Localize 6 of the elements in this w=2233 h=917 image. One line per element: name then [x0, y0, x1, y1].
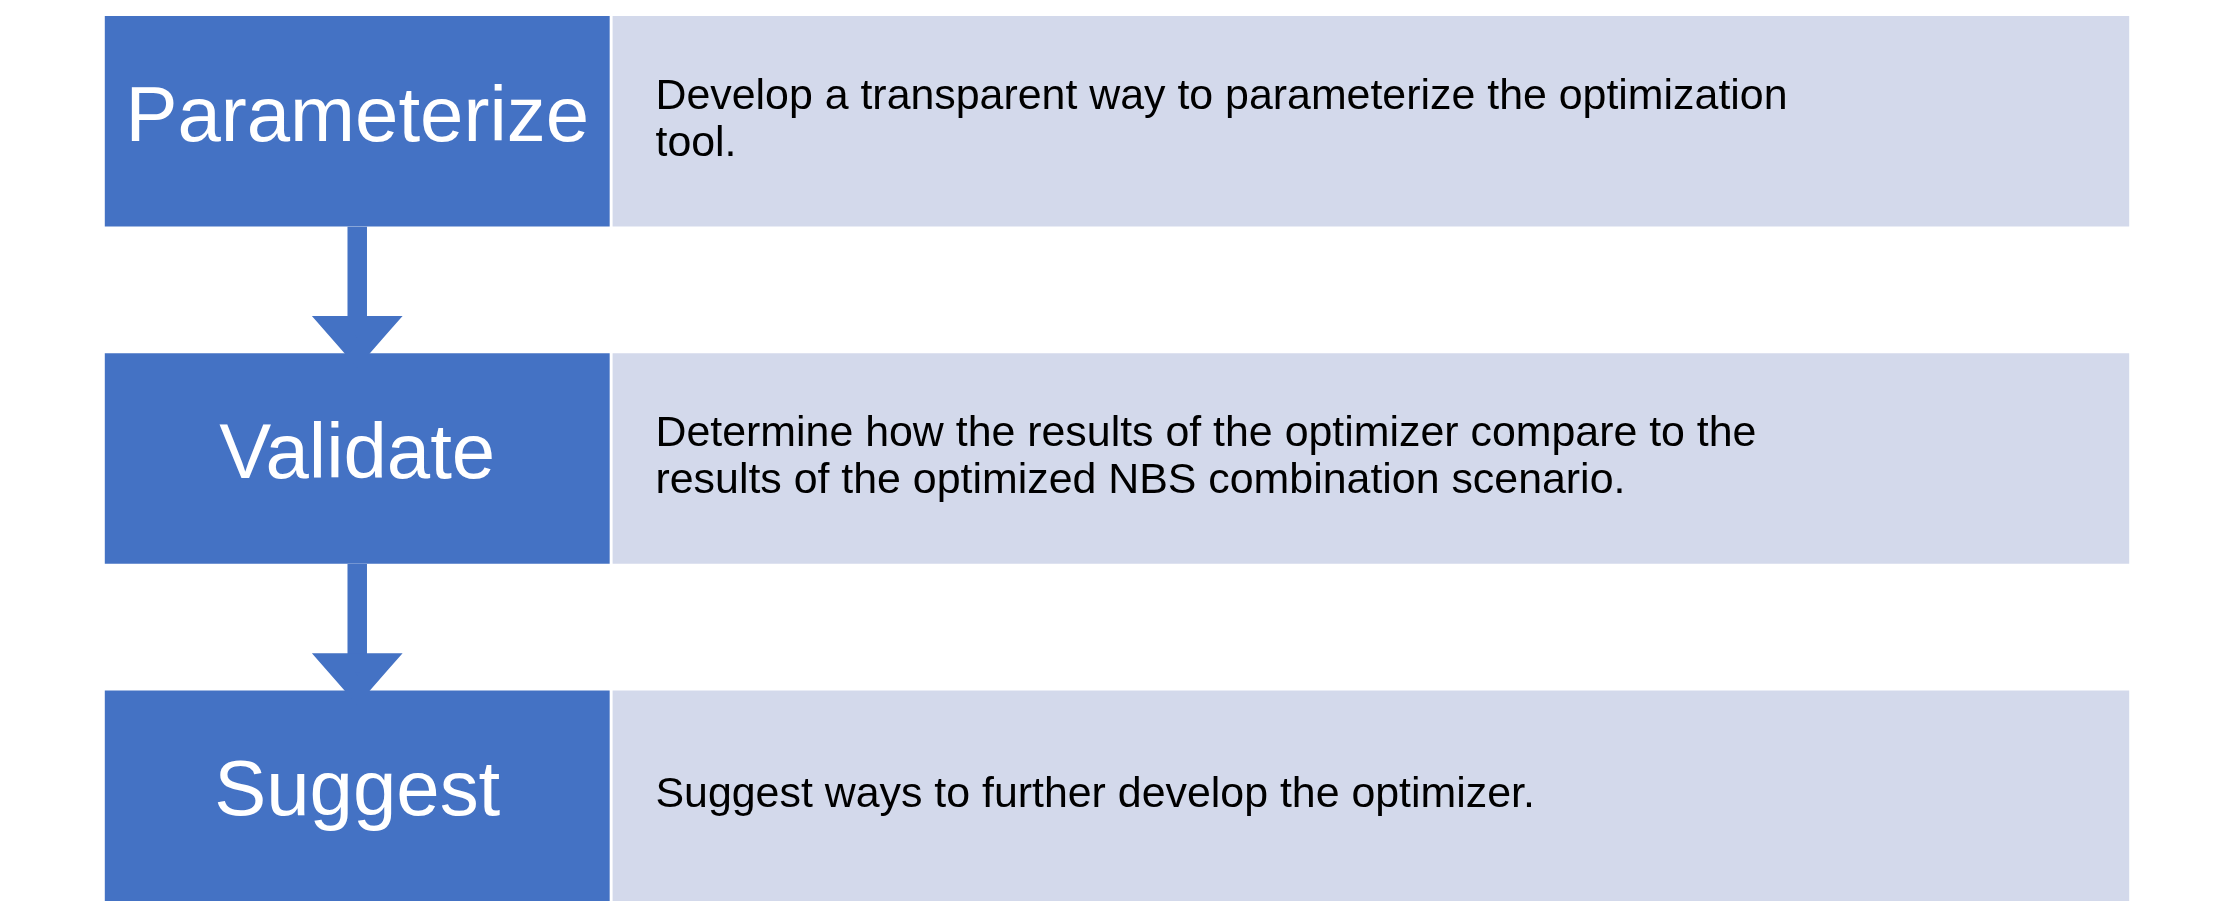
node-box: Validate: [104, 353, 610, 564]
node-box: Suggest: [104, 690, 610, 901]
node-box: Develop a transparent way to parameterize the optimization tool.: [612, 16, 2129, 227]
node-box: Suggest ways to further develop the optimizer.: [612, 690, 2129, 901]
node-box: Parameterize: [104, 16, 610, 227]
node-box: Determine how the results of the optimizer compare to the results of the optimized NBS combination scenario.: [612, 353, 2129, 564]
